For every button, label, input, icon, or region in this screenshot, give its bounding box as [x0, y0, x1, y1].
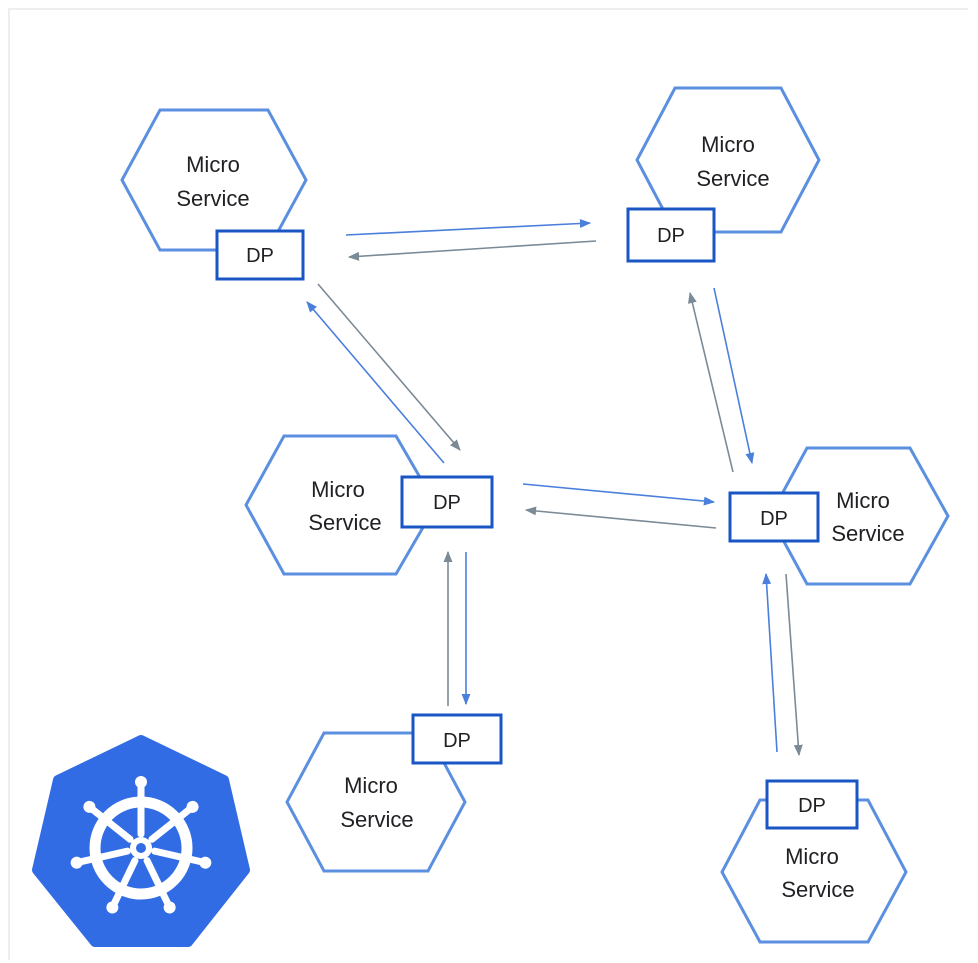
dp-proxy-label: DP	[798, 795, 826, 817]
service-label-line1: Micro	[701, 132, 755, 157]
hexagon-shape	[244, 434, 438, 576]
arrow-tl-to-tr	[345, 219, 592, 236]
arrow-mr-to-ml	[524, 506, 717, 529]
arrow-br-to-mr	[762, 572, 778, 753]
service-label-line1: Micro	[311, 477, 365, 502]
service-label-line2: Service	[781, 877, 854, 902]
service-label-line2: Service	[696, 166, 769, 191]
helm-wheel	[70, 776, 212, 914]
arrow-tr-to-mr	[713, 287, 755, 465]
dp-proxy-label: DP	[246, 245, 274, 267]
dp-proxy-box	[728, 491, 820, 543]
dp-proxy-box	[400, 475, 494, 529]
microservice-middle-left: Micro Service DP	[244, 434, 494, 576]
arrow-ml-to-mr	[522, 483, 716, 506]
arrow-tl-to-ml	[317, 283, 461, 451]
microservice-top-right: Micro Service DP	[626, 86, 821, 263]
arrow-tr-to-tl	[347, 240, 597, 261]
service-label-line2: Service	[340, 807, 413, 832]
dp-proxy-label: DP	[760, 508, 788, 530]
service-label-line2: Service	[176, 186, 249, 211]
dp-proxy-label: DP	[657, 225, 685, 247]
hexagon-shape	[720, 798, 908, 944]
dp-proxy-box	[411, 713, 503, 765]
dp-proxy-label: DP	[433, 492, 461, 514]
service-label-line1: Micro	[344, 773, 398, 798]
dp-proxy-box	[626, 207, 716, 263]
hexagon-shape	[120, 108, 308, 252]
service-label-line2: Service	[831, 521, 904, 546]
microservice-top-left: Micro Service DP	[120, 108, 308, 281]
service-label-line1: Micro	[836, 488, 890, 513]
kubernetes-helm-wheel-icon	[32, 735, 250, 947]
service-label-line1: Micro	[186, 152, 240, 177]
microservice-bottom-left: Micro Service DP	[285, 713, 503, 873]
hexagon-shape	[635, 86, 821, 234]
dp-proxy-box	[765, 779, 859, 830]
arrow-mr-to-tr	[687, 291, 734, 473]
canvas-frame	[8, 8, 968, 960]
microservice-middle-right: Micro Service DP	[728, 446, 950, 586]
service-label-line1: Micro	[785, 844, 839, 869]
service-label-line2: Service	[308, 510, 381, 535]
dp-proxy-label: DP	[443, 730, 471, 752]
connection-arrows	[306, 219, 803, 757]
dp-proxy-box	[215, 229, 305, 281]
arrow-mr-to-br	[785, 573, 803, 757]
microservice-bottom-right: DP Micro Service	[720, 779, 908, 944]
arrow-ml-to-tl	[306, 301, 445, 464]
